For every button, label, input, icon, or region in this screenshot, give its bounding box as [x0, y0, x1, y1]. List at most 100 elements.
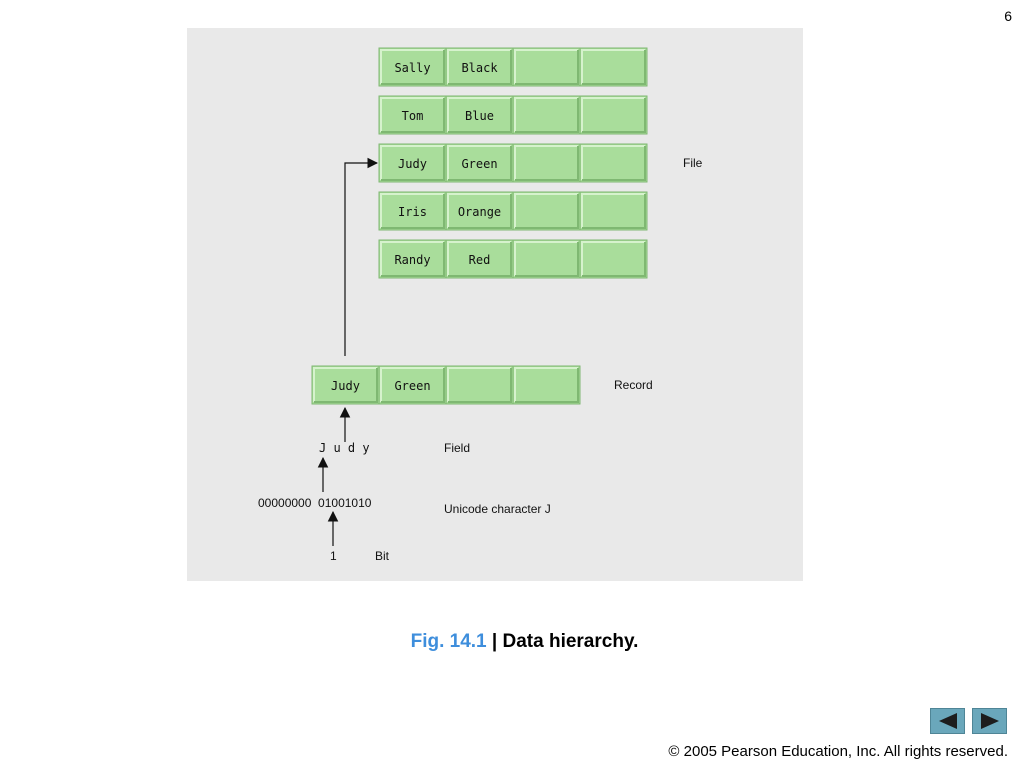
diagram-canvas: Sally Black Tom Blue Judy Green	[258, 47, 703, 563]
cell-bevel-shadow	[515, 368, 579, 403]
bit-value: 1	[330, 549, 337, 563]
record-cell	[378, 365, 447, 405]
file-rows: Sally Black Tom Blue Judy Green	[378, 47, 648, 279]
record-cell	[512, 191, 581, 231]
cell-bevel-shadow	[448, 98, 512, 133]
cell-bevel-highlight	[514, 145, 578, 180]
file-record-row-2: Tom Blue	[378, 95, 648, 135]
record-cell	[579, 95, 648, 135]
triangle-left-icon	[939, 713, 957, 729]
first-name-field: Iris	[398, 205, 427, 219]
slide-navigation	[930, 708, 1008, 734]
cell-bevel-highlight	[380, 49, 444, 84]
file-record-row-3: Judy Green	[378, 143, 648, 183]
data-hierarchy-diagram: Sally Black Tom Blue Judy Green	[187, 28, 803, 581]
record-cell	[579, 239, 648, 279]
cell-bevel-shadow	[381, 242, 445, 277]
cell-bevel-highlight	[581, 193, 645, 228]
record-label: Record	[614, 378, 653, 392]
cell-bevel-highlight	[447, 49, 511, 84]
cell-bevel-highlight	[581, 97, 645, 132]
record-row: Judy Green	[311, 365, 581, 405]
last-name-field: Green	[461, 157, 497, 171]
cell-bevel-highlight	[447, 241, 511, 276]
record-cell	[512, 95, 581, 135]
cell-bevel-shadow	[582, 194, 646, 229]
cell-bevel-highlight	[447, 145, 511, 180]
cell-bevel-highlight	[380, 97, 444, 132]
caption-separator: |	[486, 631, 503, 652]
unicode-character-label: Unicode character J	[444, 502, 551, 516]
first-name-field: Judy	[398, 157, 427, 171]
cell-bevel-highlight	[581, 49, 645, 84]
triangle-right-icon	[981, 713, 999, 729]
cell-bevel-highlight	[514, 241, 578, 276]
cell-bevel-shadow	[381, 50, 445, 85]
first-name-field: Randy	[394, 253, 430, 267]
record-cell	[579, 191, 648, 231]
first-name-field: Judy	[331, 379, 360, 393]
record-cell	[512, 143, 581, 183]
cell-bevel-highlight	[514, 367, 578, 402]
file-record-row-4: Iris Orange	[378, 191, 648, 231]
record-cell	[311, 365, 380, 405]
cell-bevel-shadow	[582, 50, 646, 85]
last-name-field: Orange	[458, 205, 501, 219]
cell-bevel-shadow	[582, 242, 646, 277]
cell-bevel-shadow	[448, 242, 512, 277]
file-record-row-5: Randy Red	[378, 239, 648, 279]
cell-bevel-highlight	[447, 193, 511, 228]
cell-bevel-shadow	[515, 50, 579, 85]
copyright-notice: © 2005 Pearson Education, Inc. All right…	[668, 743, 1008, 760]
record-cell	[512, 47, 581, 87]
cell-bevel-shadow	[381, 368, 445, 403]
cell-bevel-shadow	[515, 242, 579, 277]
record-cell	[378, 143, 447, 183]
cell-bevel-highlight	[514, 97, 578, 132]
record-cell	[579, 143, 648, 183]
record-cell	[445, 143, 514, 183]
cell-bevel-shadow	[515, 146, 579, 181]
record-cell	[579, 47, 648, 87]
cell-bevel-shadow	[448, 146, 512, 181]
cell-bevel-shadow	[448, 368, 512, 403]
cell-bevel-highlight	[581, 145, 645, 180]
record-cell	[378, 47, 447, 87]
record-cell	[378, 191, 447, 231]
last-name-field: Green	[394, 379, 430, 393]
cell-bevel-shadow	[582, 98, 646, 133]
cell-bevel-highlight	[380, 367, 444, 402]
record-cell	[445, 239, 514, 279]
file-record-row-1: Sally Black	[378, 47, 648, 87]
cell-bevel-shadow	[448, 194, 512, 229]
bit-label: Bit	[375, 549, 390, 563]
cell-bevel-highlight	[380, 145, 444, 180]
figure-number: Fig. 14.1	[410, 631, 487, 652]
record-cell	[445, 365, 514, 405]
cell-bevel-shadow	[381, 146, 445, 181]
first-name-field: Tom	[402, 109, 424, 123]
figure-caption: Fig. 14.1 | Data hierarchy.	[0, 631, 1024, 653]
cell-bevel-shadow	[515, 98, 579, 133]
record-to-file-arrow	[344, 157, 379, 356]
record-cell	[445, 47, 514, 87]
cell-bevel-highlight	[514, 49, 578, 84]
last-name-field: Blue	[465, 109, 494, 123]
record-cell	[445, 95, 514, 135]
previous-slide-button[interactable]	[930, 708, 965, 734]
cell-bevel-shadow	[314, 368, 378, 403]
cell-bevel-shadow	[381, 194, 445, 229]
field-value: J u d y	[319, 441, 370, 455]
next-slide-button[interactable]	[972, 708, 1007, 734]
cell-bevel-shadow	[381, 98, 445, 133]
cell-bevel-highlight	[313, 367, 377, 402]
figure-title: Data hierarchy.	[502, 631, 639, 652]
record-cell	[512, 365, 581, 405]
cell-bevel-highlight	[380, 193, 444, 228]
cell-bevel-shadow	[582, 146, 646, 181]
cell-bevel-highlight	[380, 241, 444, 276]
page-number: 6	[1004, 8, 1012, 24]
character-bits: 00000000 01001010	[258, 496, 372, 510]
cell-bevel-shadow	[448, 50, 512, 85]
last-name-field: Black	[461, 61, 498, 75]
